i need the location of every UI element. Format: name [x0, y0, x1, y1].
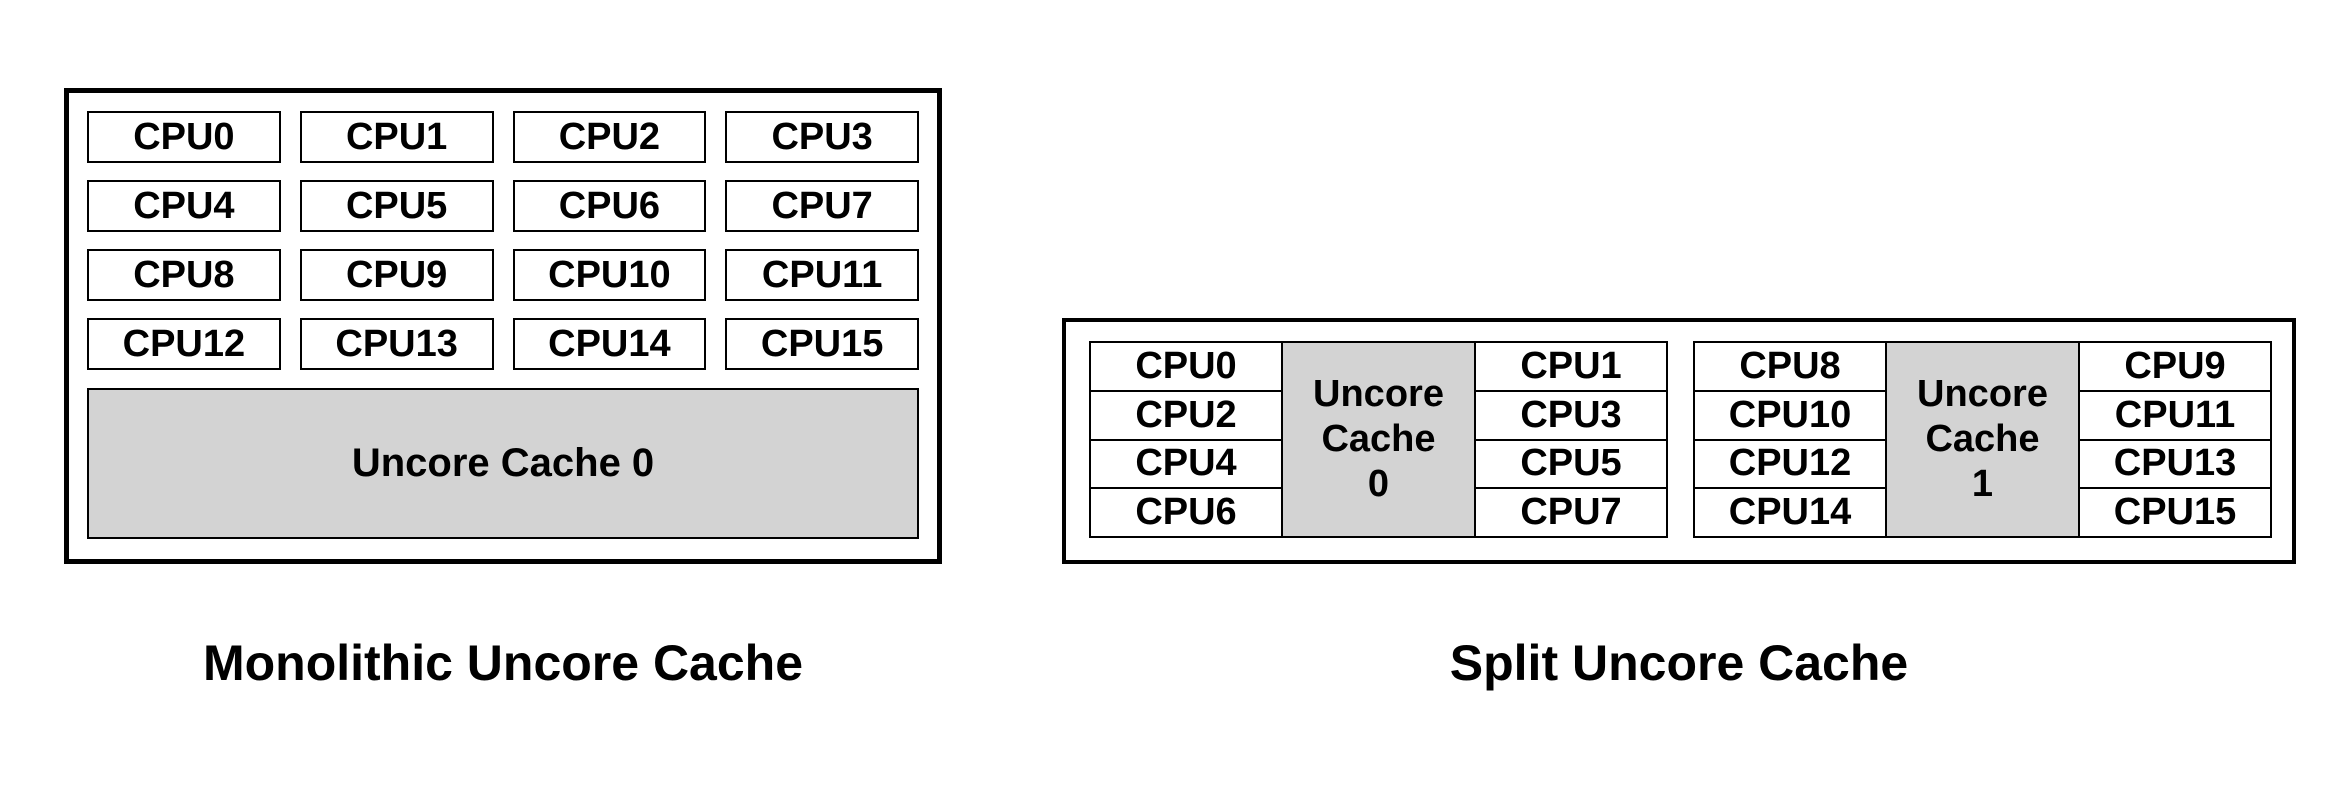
- cpu-cell: CPU15: [2113, 491, 2237, 534]
- monolithic-caption: Monolithic Uncore Cache: [202, 635, 804, 691]
- cpu-cell: CPU10: [1695, 392, 1885, 441]
- cpu-box: CPU5: [299, 180, 494, 232]
- cpu-box: CPU10: [512, 249, 707, 301]
- cpu-box: CPU0: [87, 111, 281, 163]
- uncore-label-line: 0: [1367, 462, 1390, 505]
- cpu-box: CPU7: [725, 180, 919, 232]
- cpu-cell: CPU6: [1135, 491, 1237, 534]
- cpu-cell: CPU5: [1476, 441, 1666, 490]
- cpu-cell: CPU4: [1091, 441, 1281, 490]
- uncore-label-line: Uncore: [1917, 373, 2048, 416]
- cpu-cell: CPU14: [1728, 491, 1852, 534]
- cpu-cell: CPU7: [1520, 491, 1622, 534]
- uncore-label-line: 1: [1971, 462, 1994, 505]
- cpu-cell: CPU9: [2080, 343, 2270, 392]
- cpu-cell: CPU11: [2080, 392, 2270, 441]
- cpu-box: CPU14: [512, 318, 707, 370]
- cpu-box: CPU13: [299, 318, 494, 370]
- cpu-box: CPU11: [725, 249, 919, 301]
- uncore-label-line: Cache: [1925, 418, 2040, 461]
- cpu-box: CPU4: [87, 180, 281, 232]
- uncore-label-line: Uncore: [1313, 373, 1444, 416]
- cpu-box: CPU15: [725, 318, 919, 370]
- cpu-cell: CPU13: [2080, 441, 2270, 490]
- monolithic-diagram: CPU0 CPU1 CPU2 CPU3 CPU4 CPU5 CPU6 CPU7 …: [64, 88, 942, 564]
- split-caption: Split Uncore Cache: [1449, 635, 1909, 691]
- cpu-box: CPU1: [299, 111, 494, 163]
- odd-cpu-column: CPU1 CPU3 CPU5 CPU7: [1474, 341, 1668, 538]
- cpu-cell: CPU1: [1476, 343, 1666, 392]
- cpu-cell: CPU0: [1091, 343, 1281, 392]
- cpu-cell: CPU2: [1091, 392, 1281, 441]
- uncore-cache-0-box: Uncore Cache 0: [1281, 341, 1476, 538]
- cpu-box: CPU8: [87, 249, 281, 301]
- split-cluster-1: CPU8 CPU10 CPU12 CPU14 Uncore Cache 1 CP…: [1693, 341, 2272, 538]
- cpu-box: CPU3: [725, 111, 919, 163]
- monolithic-cpu-grid: CPU0 CPU1 CPU2 CPU3 CPU4 CPU5 CPU6 CPU7 …: [87, 111, 919, 370]
- cpu-box: CPU12: [87, 318, 281, 370]
- cpu-box: CPU2: [512, 111, 707, 163]
- odd-cpu-column: CPU9 CPU11 CPU13 CPU15: [2078, 341, 2272, 538]
- even-cpu-column: CPU8 CPU10 CPU12 CPU14: [1693, 341, 1887, 538]
- split-diagram: CPU0 CPU2 CPU4 CPU6 Uncore Cache 0 CPU1 …: [1062, 318, 2296, 564]
- cpu-cell: CPU12: [1695, 441, 1885, 490]
- uncore-cache-0-box: Uncore Cache 0: [87, 388, 919, 539]
- cpu-cell: CPU8: [1695, 343, 1885, 392]
- even-cpu-column: CPU0 CPU2 CPU4 CPU6: [1089, 341, 1283, 538]
- uncore-cache-1-box: Uncore Cache 1: [1885, 341, 2080, 538]
- cpu-box: CPU9: [299, 249, 494, 301]
- split-cluster-0: CPU0 CPU2 CPU4 CPU6 Uncore Cache 0 CPU1 …: [1089, 341, 1668, 538]
- cpu-cell: CPU3: [1476, 392, 1666, 441]
- uncore-label-line: Cache: [1321, 418, 1436, 461]
- cpu-box: CPU6: [512, 180, 707, 232]
